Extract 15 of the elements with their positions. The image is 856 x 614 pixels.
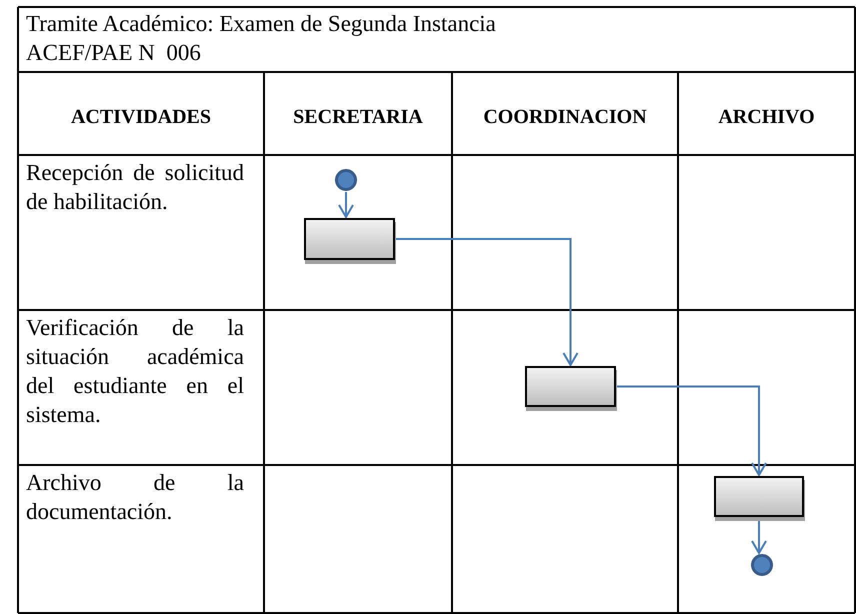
arrow (616, 386, 767, 476)
column-header: ACTIVIDADES (70, 105, 212, 130)
document-code: ACEF/PAE N 006 (26, 39, 201, 67)
title-text: Tramite Académico: Examen de Segunda Instancia (26, 10, 496, 38)
activity-text: Recepción de solicitud de habilitación. (26, 159, 244, 216)
arrow (751, 518, 767, 554)
arrow (338, 192, 354, 218)
column-header: COORDINACION (482, 105, 648, 130)
flow-terminal-circle (335, 169, 357, 191)
column-header: ARCHIVO (717, 105, 816, 130)
column-header: SECRETARIA (292, 105, 424, 130)
activity-text: Verificación de la situación académica del estudiante en el sistema. (26, 314, 244, 429)
arrow (395, 238, 578, 366)
activity-text: Archivo de la documentación. (26, 469, 244, 526)
flow-terminal-circle (751, 554, 773, 576)
